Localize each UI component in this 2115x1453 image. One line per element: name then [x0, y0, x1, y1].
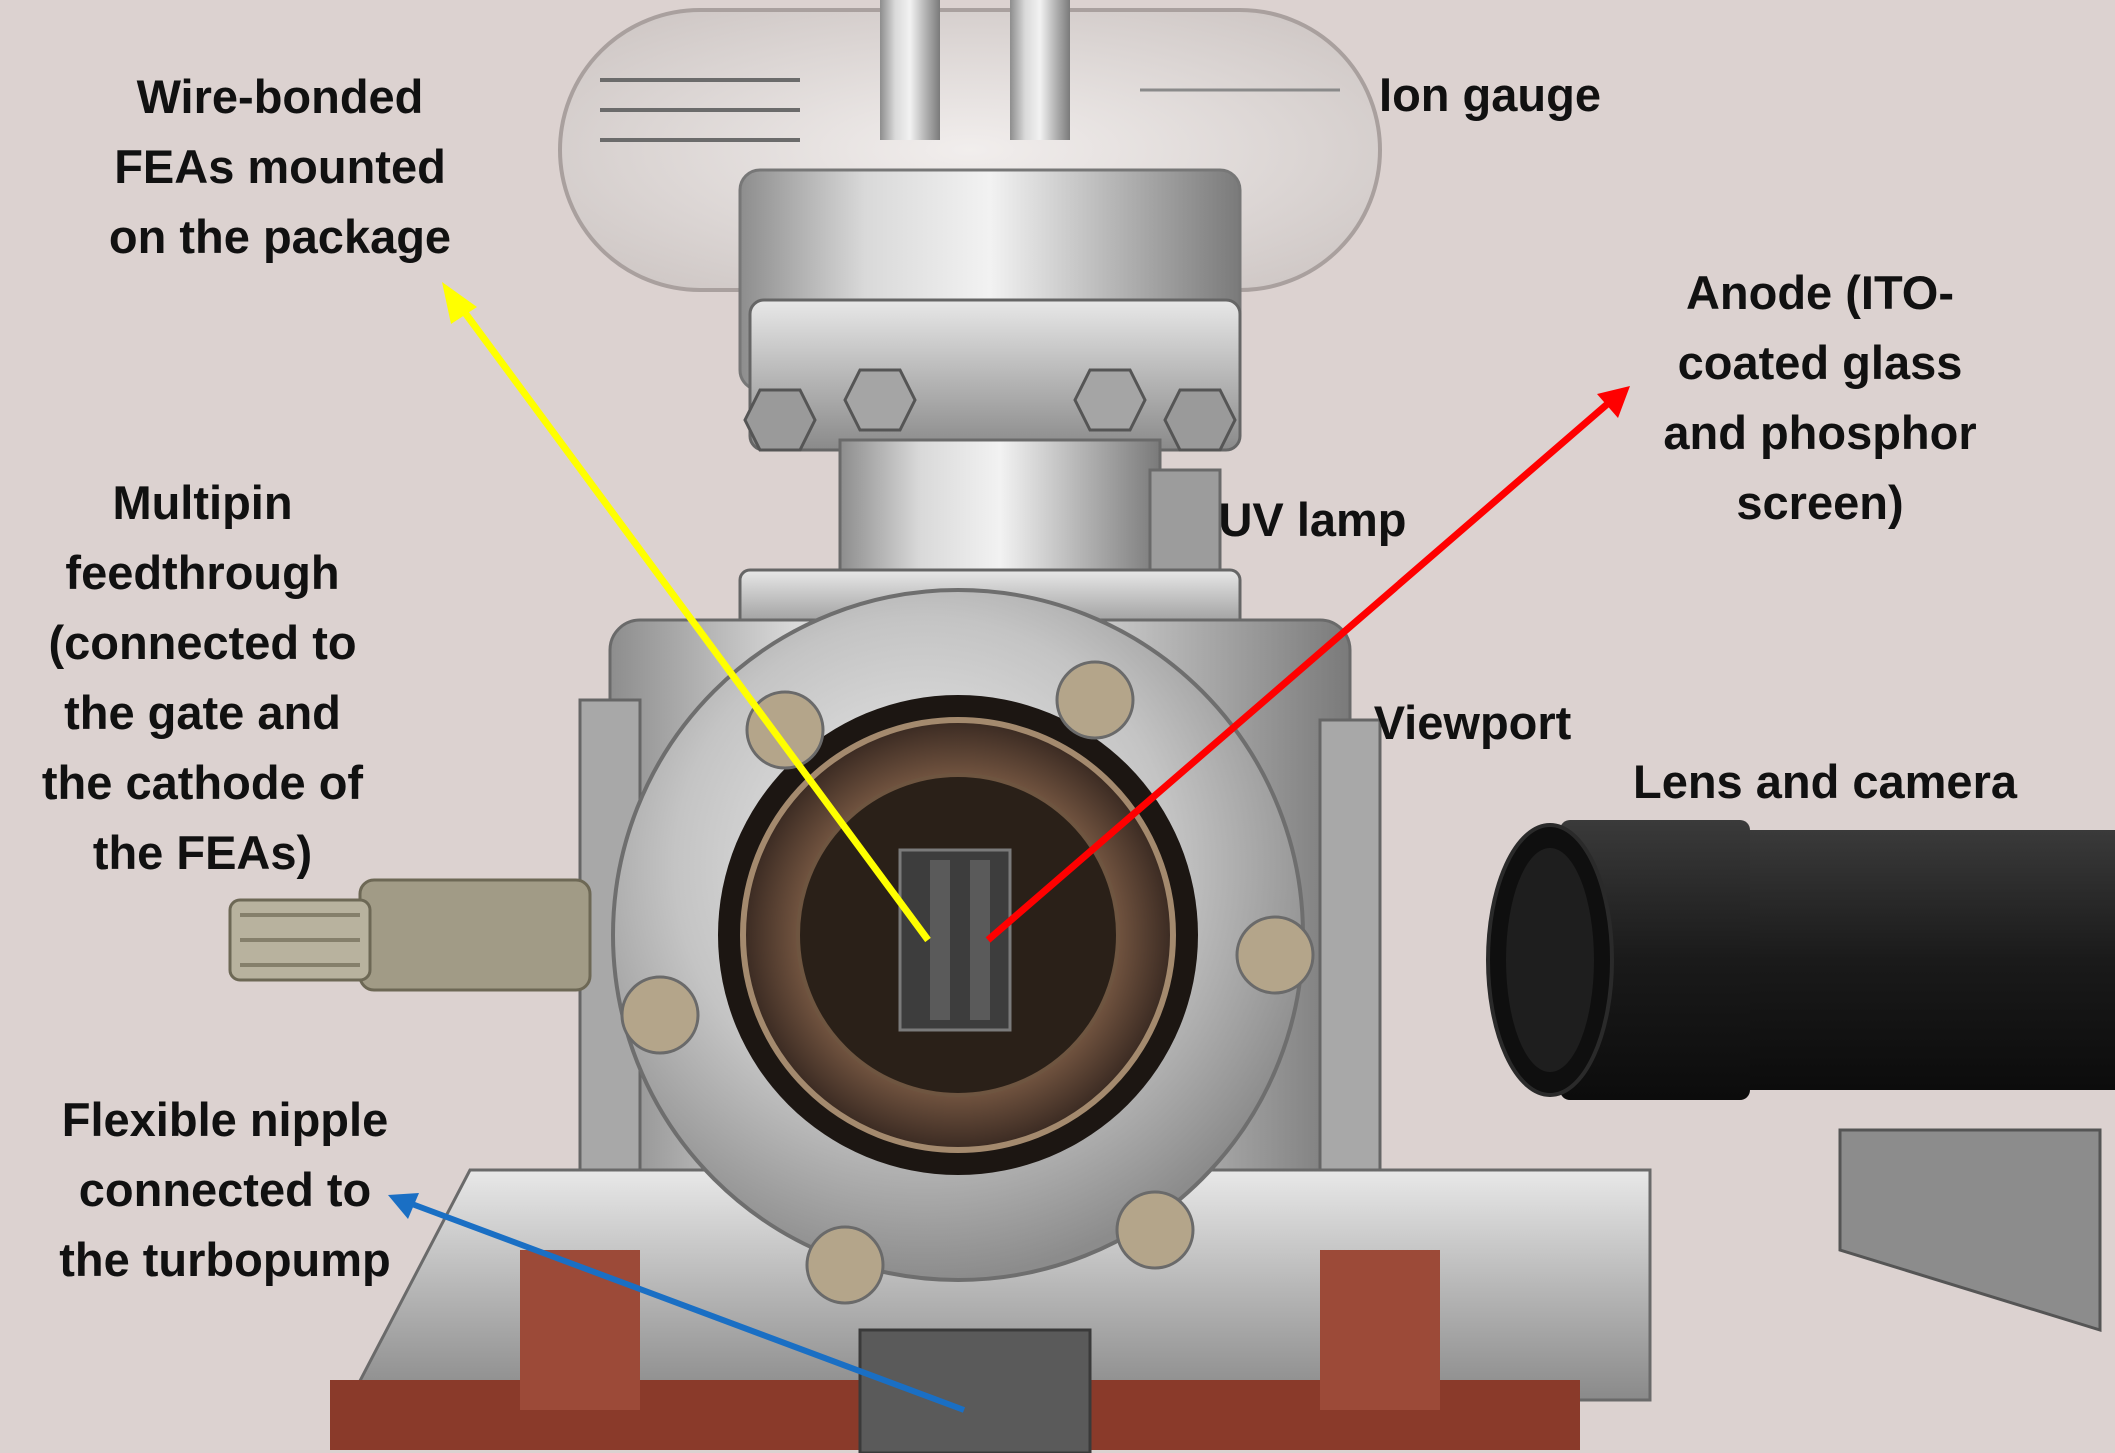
uv-lamp-label: UV lamp: [1195, 485, 1430, 555]
feas-arrow: [442, 282, 931, 943]
viewport: [611, 588, 1315, 1305]
upper-flange-bolts: [743, 368, 1237, 452]
flexible-nipple-label: Flexible nipple connected to the turbopu…: [20, 1085, 430, 1295]
lens-and-camera: [1486, 820, 2115, 1333]
label-line: connected to: [78, 1163, 372, 1216]
label-line: Viewport: [1373, 696, 1572, 749]
anode-label: Anode (ITO- coated glass and phosphor sc…: [1630, 258, 2010, 538]
label-line: Wire-bonded: [136, 70, 424, 123]
label-line: Ion gauge: [1379, 68, 1601, 121]
viewport-label: Viewport: [1350, 688, 1595, 758]
label-line: and phosphor: [1663, 406, 1977, 459]
wire-bonded-feas-label: Wire-bonded FEAs mounted on the package: [85, 62, 475, 272]
anode-arrow: [985, 386, 1630, 943]
label-line: screen): [1736, 476, 1904, 529]
ion-gauge-label: Ion gauge: [1360, 60, 1620, 130]
flexible-nipple: [858, 1328, 1092, 1453]
label-line: Anode (ITO-: [1685, 266, 1955, 319]
label-line: feedthrough: [65, 546, 340, 599]
multipin-feedthrough: [228, 878, 592, 992]
label-line: UV lamp: [1218, 493, 1407, 546]
lens-and-camera-label: Lens and camera: [1615, 747, 2035, 817]
nipple-arrow: [388, 1193, 966, 1413]
label-line: the gate and: [64, 686, 341, 739]
label-line: Multipin: [112, 476, 293, 529]
label-line: coated glass: [1677, 336, 1963, 389]
label-line: the cathode of: [41, 756, 364, 809]
label-line: on the package: [108, 210, 452, 263]
label-line: the FEAs): [92, 826, 313, 879]
label-line: Flexible nipple: [61, 1093, 389, 1146]
multipin-feedthrough-label: Multipin feedthrough (connected to the g…: [15, 468, 390, 888]
label-line: FEAs mounted: [114, 140, 446, 193]
label-line: Lens and camera: [1632, 755, 2017, 808]
label-line: (connected to: [48, 616, 357, 669]
label-line: the turbopump: [59, 1233, 391, 1286]
